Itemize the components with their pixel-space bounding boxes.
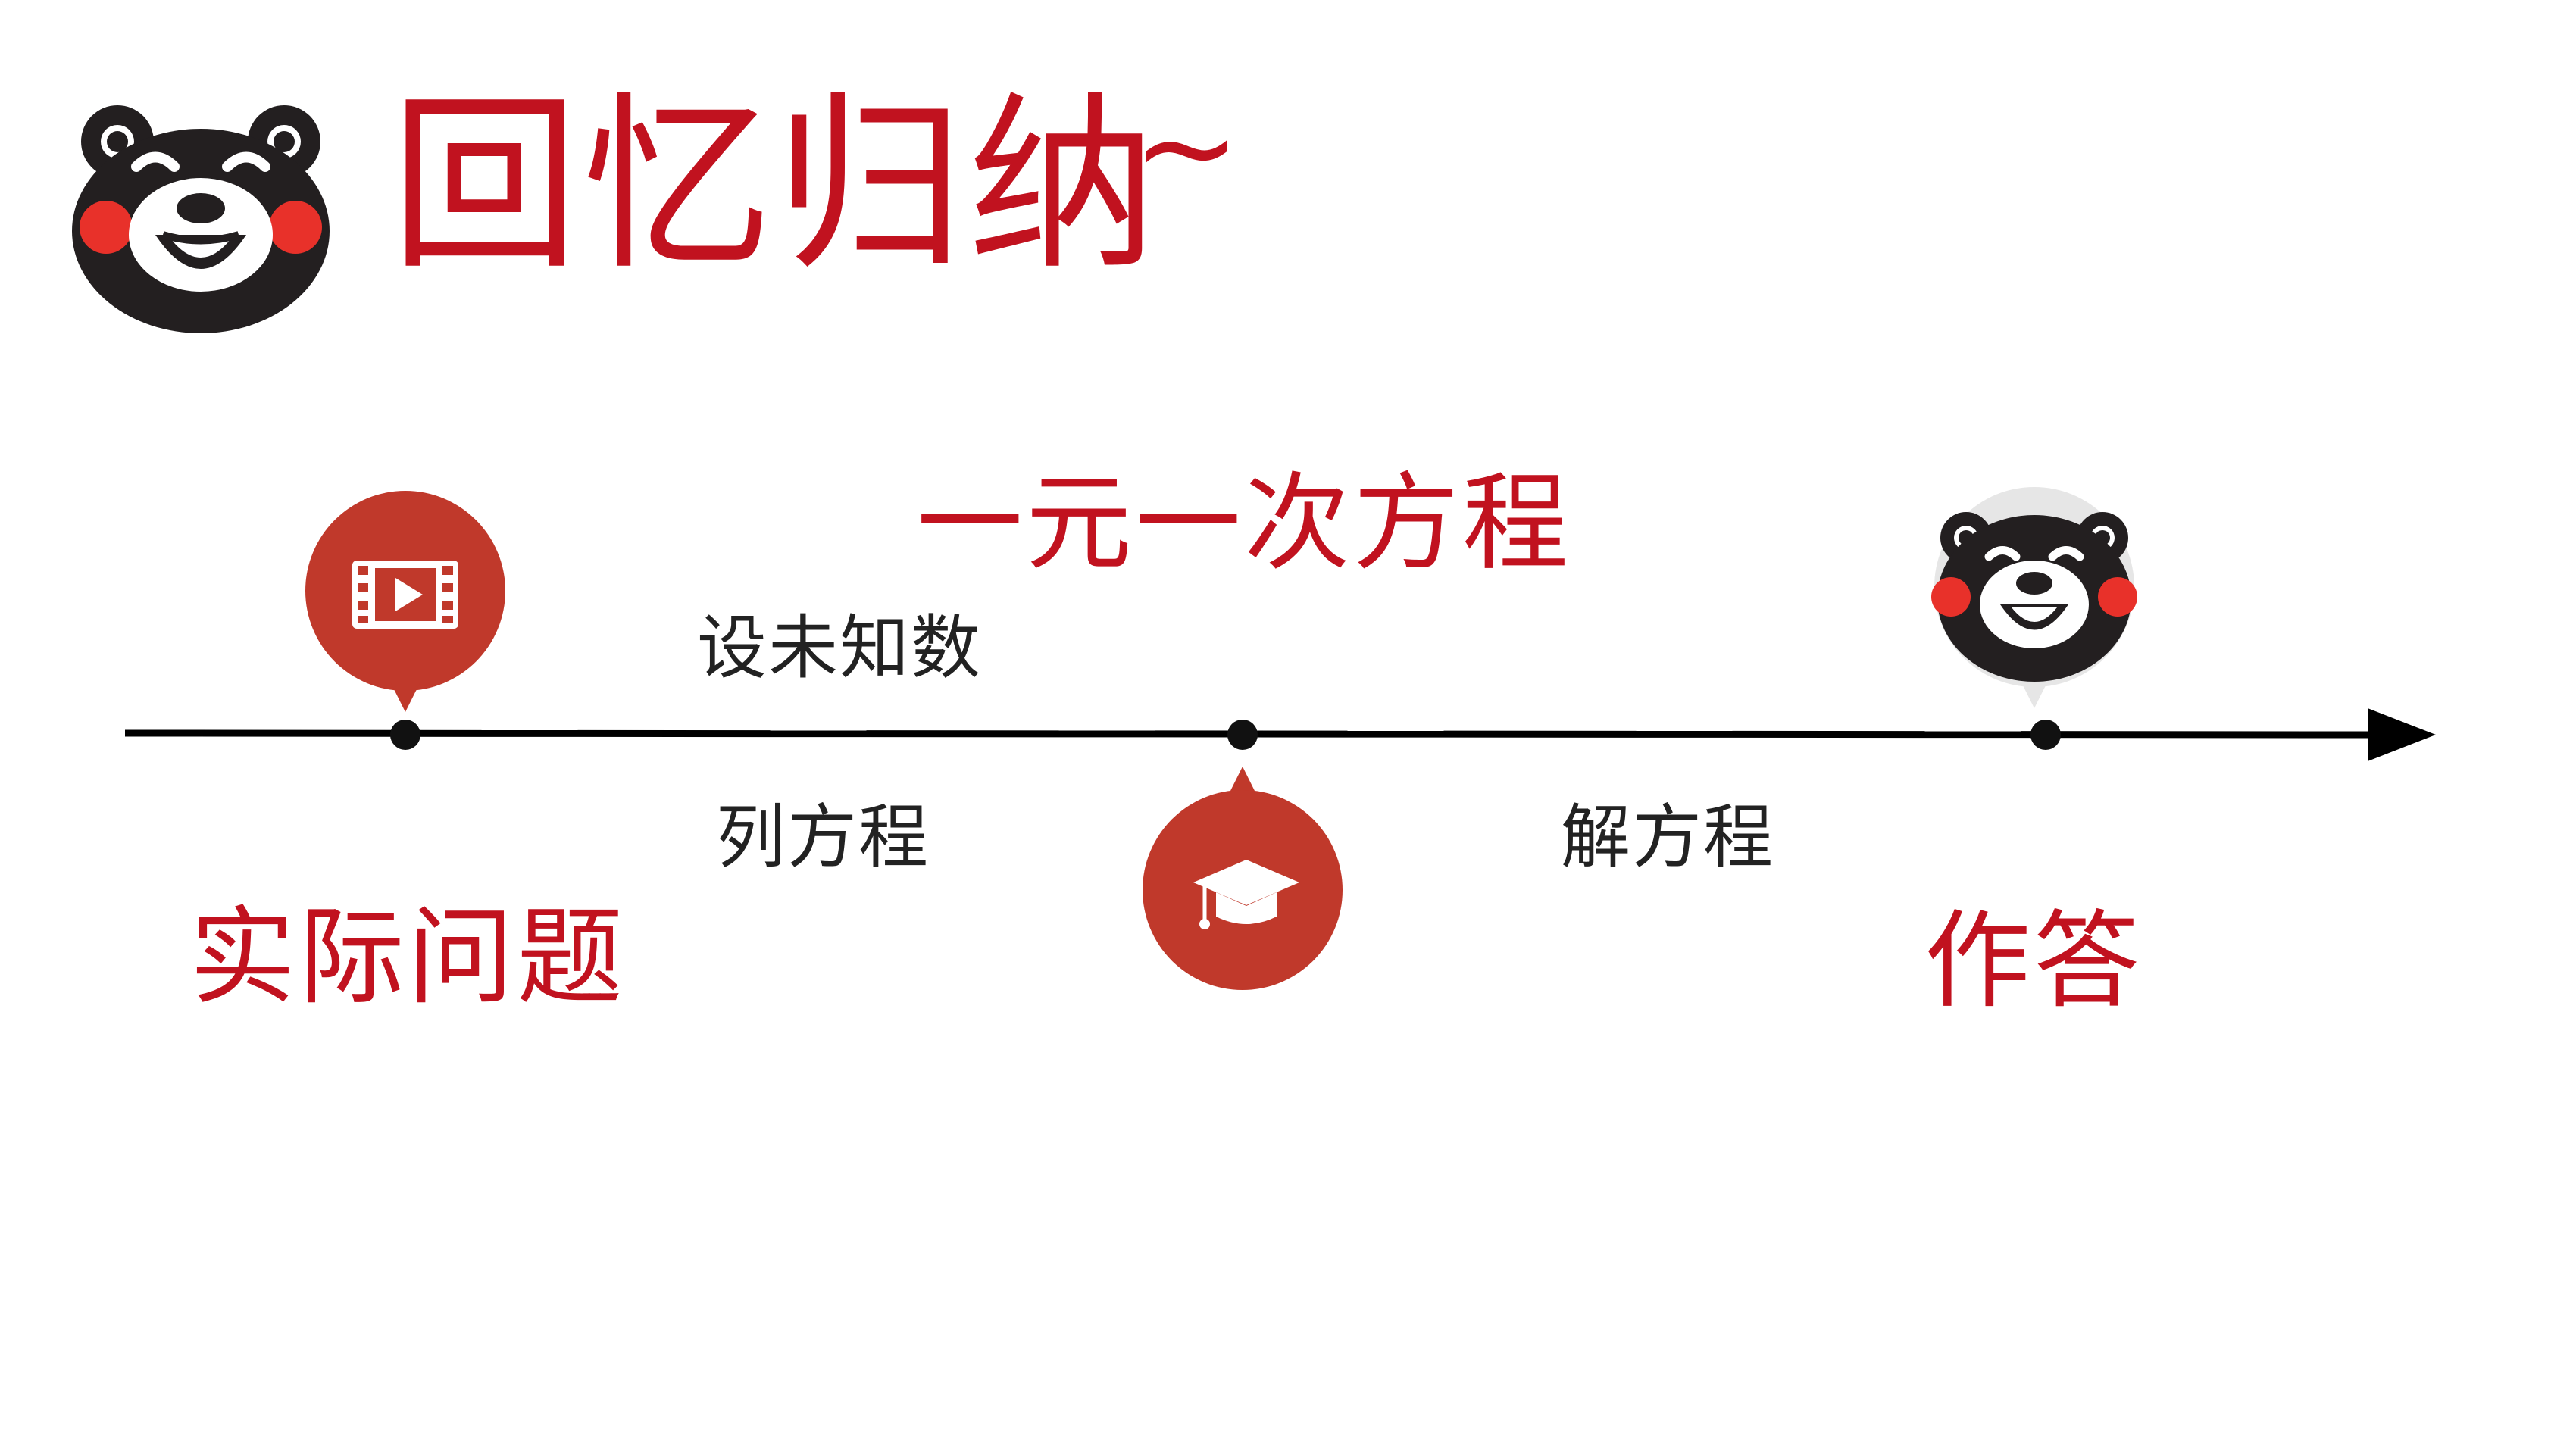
start-label: 实际问题 [189, 896, 627, 1020]
title-tilde: ~ [1133, 73, 1241, 223]
bear-face-icon [1931, 512, 2137, 682]
graduation-cap-icon [1193, 860, 1299, 929]
step-label: 解方程 [1561, 797, 1775, 878]
film-icon [352, 561, 458, 629]
graduation-marker [1140, 765, 1345, 992]
page-title: 回忆归纳 [390, 75, 1160, 295]
step-label: 列方程 [716, 797, 930, 878]
end-label: 作答 [1924, 900, 2143, 1023]
center-label: 一元一次方程 [917, 462, 1572, 586]
film-marker [303, 489, 508, 716]
bear-marker [1924, 485, 2144, 712]
step-label: 设未知数 [697, 607, 983, 689]
bear-logo-icon [64, 95, 333, 337]
